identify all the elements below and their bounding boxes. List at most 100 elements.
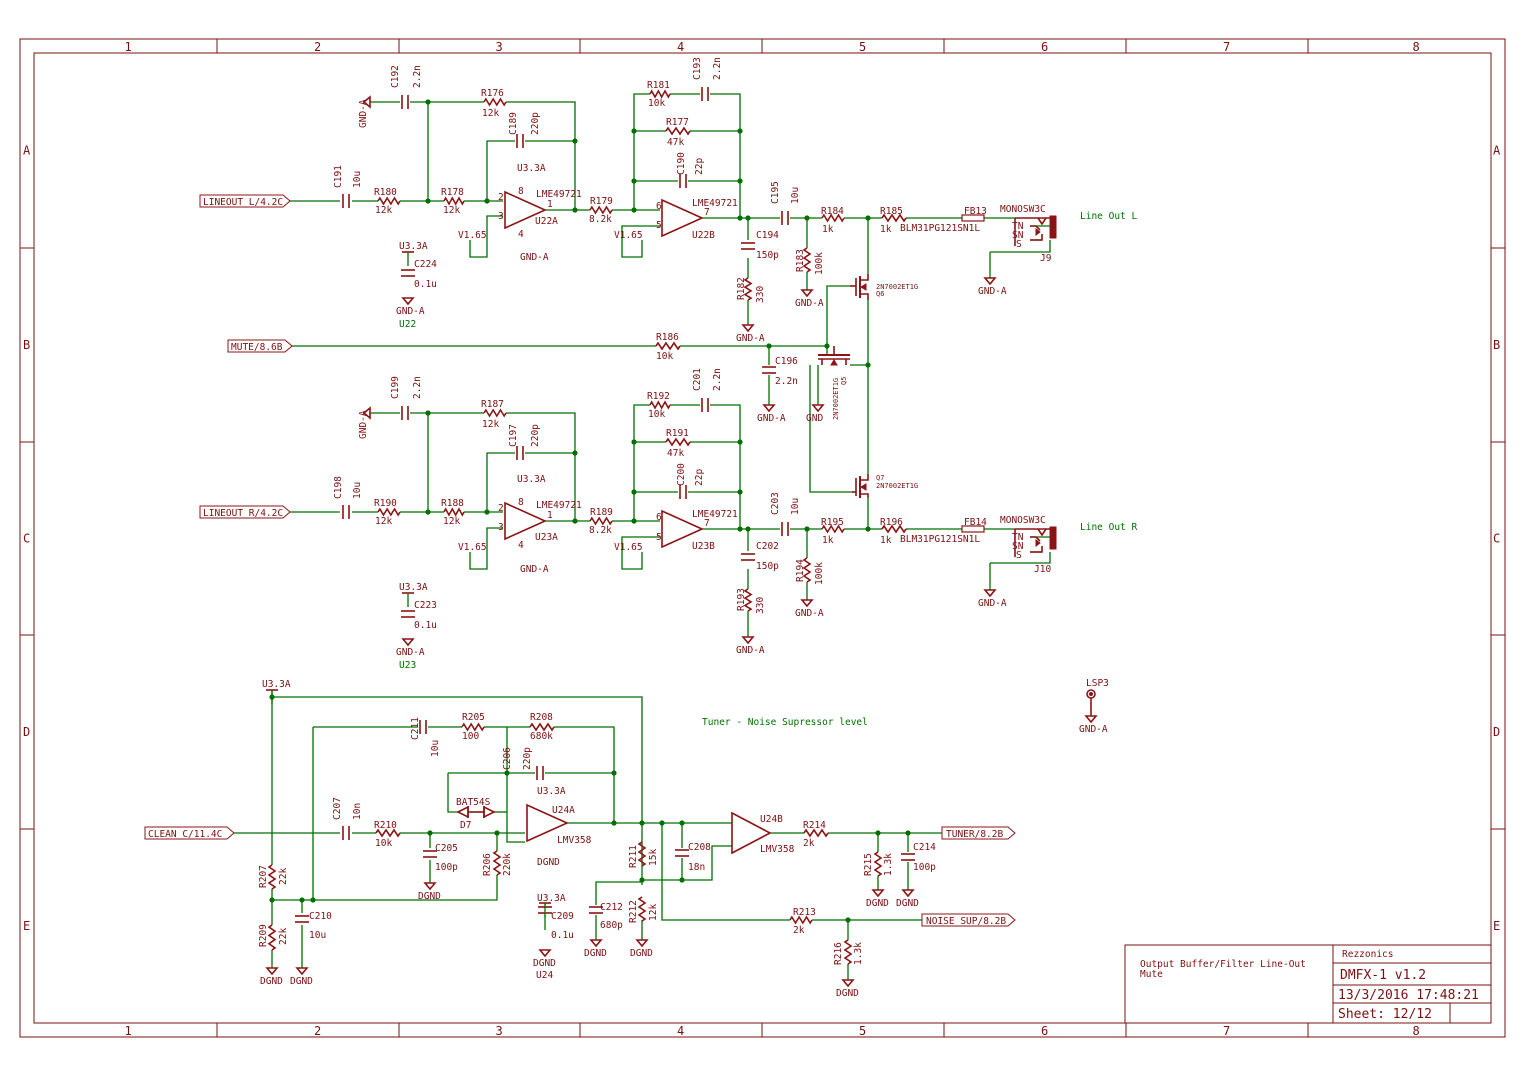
frame-row-label: B: [23, 338, 30, 352]
junction-dot: [572, 138, 578, 144]
part-value: 12k: [482, 108, 499, 119]
ground-label: DGND: [533, 958, 556, 969]
part-ref: R210: [374, 820, 397, 831]
svg-text:U3.3A: U3.3A: [537, 786, 566, 797]
ground-label: DGND: [260, 976, 283, 987]
part-value: 100: [462, 731, 479, 742]
part-ref: R192: [647, 391, 670, 402]
part-value: 150p: [756, 250, 779, 261]
part-ref: R208: [530, 712, 553, 723]
svg-text:LME49721: LME49721: [692, 509, 738, 520]
part-ref: C192: [390, 65, 401, 88]
opamp-u22a: [504, 190, 547, 230]
part-ref: C197: [508, 424, 519, 447]
misc-labels: U3.3A U3.3A U22 U23 U3.3A U3.3A V1.65 V1…: [262, 204, 1109, 904]
part-value: 2.2n: [712, 368, 723, 391]
part-value: 0.1u: [414, 279, 437, 290]
frame-col-label: 7: [1223, 40, 1230, 54]
frame-col-label: 6: [1041, 1024, 1048, 1038]
svg-text:V1.65: V1.65: [614, 542, 643, 553]
part-value: 10u: [790, 187, 801, 204]
part-value: 10u: [430, 740, 441, 757]
opamp-u24a: [526, 803, 569, 843]
junction-dot: [865, 215, 871, 221]
svg-text:U3.3A: U3.3A: [517, 474, 546, 485]
ground-dgnd: DGND: [260, 967, 283, 987]
part-ref: C208: [688, 842, 711, 853]
part-ref: C201: [692, 368, 703, 391]
part-ref: C196: [775, 356, 798, 367]
part-value: 2k: [803, 838, 815, 849]
frame-row-label: C: [23, 532, 30, 546]
svg-text:LSP3: LSP3: [1086, 678, 1109, 689]
part-ref: R194: [795, 559, 806, 582]
svg-text:FB14: FB14: [964, 517, 987, 528]
junction-dot: [572, 207, 578, 213]
junction-dot: [425, 509, 431, 515]
junction-dot: [425, 198, 431, 204]
svg-text:GND-A: GND-A: [520, 252, 549, 263]
part-ref: C223: [414, 600, 437, 611]
part-value: 2.2n: [412, 65, 423, 88]
part-ref: C190: [676, 152, 687, 175]
svg-text:SN: SN: [1012, 230, 1024, 241]
svg-text:MONOSW3C: MONOSW3C: [1000, 515, 1046, 526]
ground-label: GND-A: [358, 410, 369, 439]
ground-label: GND-A: [795, 298, 824, 309]
ground-label: DGND: [584, 948, 607, 959]
frame-row-label: E: [23, 919, 30, 933]
opamp-u24b: [731, 811, 772, 855]
part-ref: R178: [441, 187, 464, 198]
part-ref: R212: [628, 900, 639, 923]
frame-col-label: 1: [125, 1024, 132, 1038]
part-value: 100k: [814, 252, 825, 275]
svg-text:LMV358: LMV358: [760, 844, 795, 855]
supply-symbols: GND-AGND-AGND-AGND-AGND-AGND-AGND-AGND-A…: [260, 95, 1108, 999]
junction-dot: [631, 439, 637, 445]
net-tuner: TUNER/8.2B: [946, 829, 1003, 840]
part-value: 10k: [375, 838, 392, 849]
part-ref: R187: [481, 399, 504, 410]
resistor-r187: R187 12k: [481, 399, 507, 430]
frame-col-label: 5: [859, 1024, 866, 1038]
junction-dot: [745, 526, 751, 532]
ground-dgnd: DGND: [533, 949, 556, 969]
part-ref: R182: [736, 277, 747, 300]
svg-text:V1.65: V1.65: [614, 230, 643, 241]
title-sheet: Sheet: 12/12: [1338, 1007, 1432, 1022]
ground-dgnd: DGND: [896, 889, 919, 909]
capacitor-c192: C192 2.2n: [390, 65, 423, 109]
svg-text:2N7002ET1G: 2N7002ET1G: [876, 283, 918, 291]
ground-label: GND-A: [736, 645, 765, 656]
svg-text:TN: TN: [1012, 221, 1024, 232]
junction-dot: [269, 897, 275, 903]
svg-text:6: 6: [656, 512, 662, 523]
junction-dot: [905, 830, 911, 836]
junction-dot: [737, 439, 743, 445]
ground-gnd-a: GND-A: [795, 289, 824, 309]
part-value: 1k: [822, 224, 834, 235]
svg-text:J9: J9: [1040, 253, 1052, 264]
part-value: 12k: [482, 419, 499, 430]
part-value: 10u: [309, 930, 326, 941]
part-ref: C210: [309, 911, 332, 922]
part-value: 1.3k: [883, 853, 894, 876]
part-ref: R185: [880, 206, 903, 217]
part-ref: R177: [666, 117, 689, 128]
